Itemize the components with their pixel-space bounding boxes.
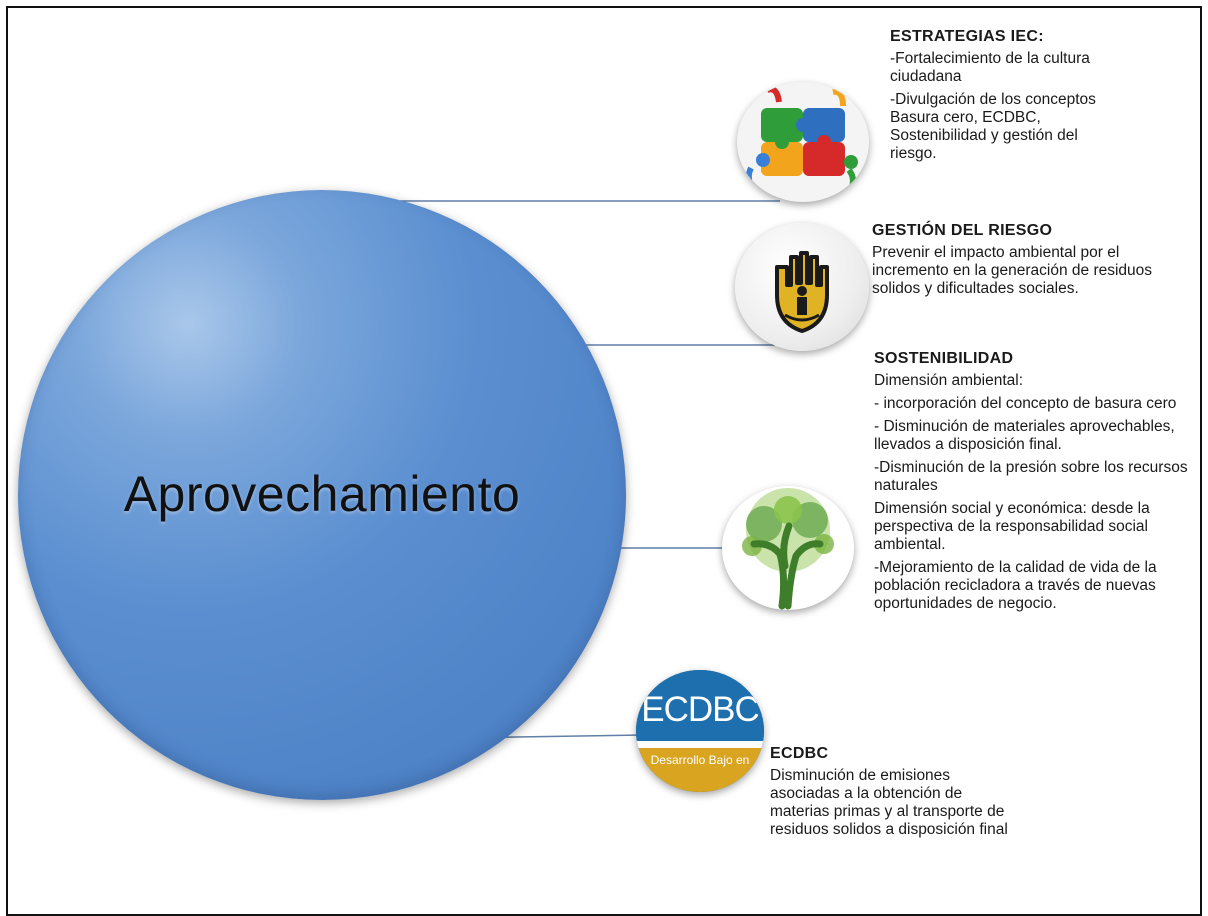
ecdbc-logo-text: ECDBC [636, 670, 764, 741]
node-title: SOSTENIBILIDAD [874, 350, 1014, 367]
node-text: -Fortalecimiento de la cultura ciudadana [890, 50, 1090, 85]
node-text: Dimensión ambiental: [874, 372, 1024, 389]
node-riesgo: GESTIÓN DEL RIESGO Prevenir el impacto a… [872, 222, 1192, 303]
node-text: Disminución de emisiones asociadas a la … [770, 767, 1008, 838]
node-text: -Mejoramiento de la calidad de vida de l… [874, 559, 1157, 612]
main-concept-label: Aprovechamiento [123, 466, 521, 522]
node-text: -Disminución de la presión sobre los rec… [874, 459, 1188, 494]
ecdbc-logo-subtext: Desarrollo Bajo en [636, 748, 764, 792]
node-sostenibilidad: SOSTENIBILIDAD Dimensión ambiental: - in… [874, 350, 1194, 618]
node-text: - incorporación del concepto de basura c… [874, 395, 1177, 412]
node-title: ECDBC [770, 745, 829, 762]
ecdbc-logo-divider [636, 740, 764, 749]
hand-emblem-icon [735, 223, 869, 351]
green-tree-icon [722, 486, 854, 610]
node-estrategias: ESTRATEGIAS IEC: -Fortalecimiento de la … [890, 28, 1120, 168]
node-text: -Divulgación de los conceptos Basura cer… [890, 91, 1096, 162]
node-text: Dimensión social y económica: desde la p… [874, 500, 1150, 553]
puzzle-people-icon [737, 82, 869, 202]
main-concept-circle [18, 190, 626, 800]
node-text: Prevenir el impacto ambiental por el inc… [872, 244, 1153, 297]
node-text: - Disminución de materiales aprovechable… [874, 418, 1175, 453]
ecdbc-logo-icon: ECDBC Desarrollo Bajo en [636, 670, 764, 792]
node-ecdbc: ECDBC Disminución de emisiones asociadas… [770, 745, 1010, 844]
node-title: GESTIÓN DEL RIESGO [872, 222, 1053, 239]
node-title: ESTRATEGIAS IEC: [890, 28, 1044, 45]
